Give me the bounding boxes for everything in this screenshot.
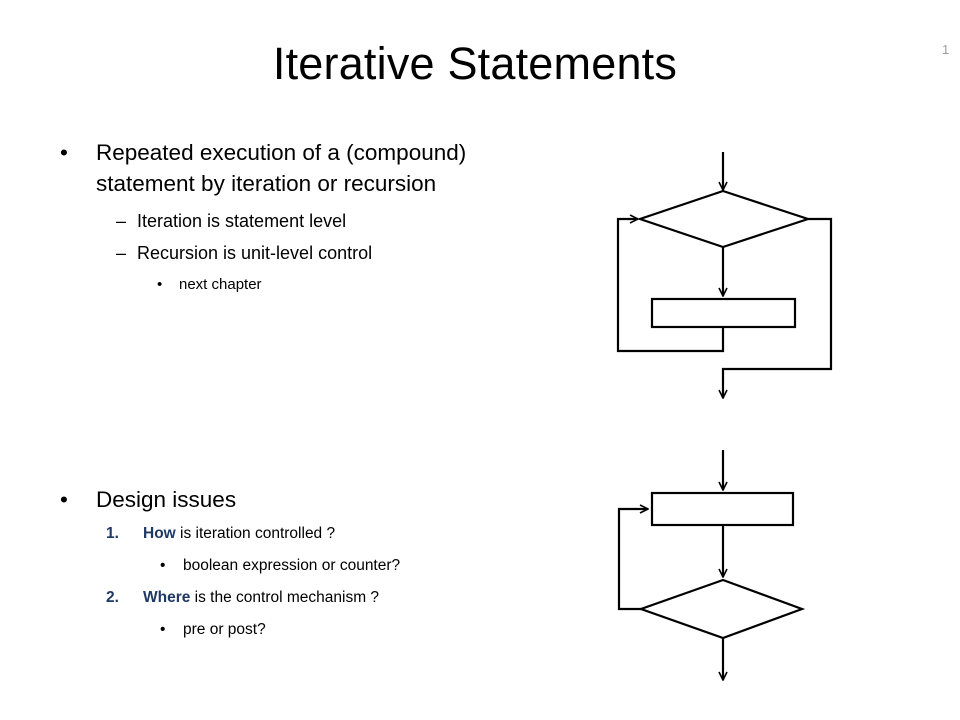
slide-number: 1	[942, 42, 950, 57]
dot-marker: •	[160, 621, 166, 638]
dot-marker: •	[160, 557, 166, 574]
item-text: is the control mechanism ?	[190, 589, 380, 606]
number-marker: 1.	[106, 525, 119, 542]
numbered-item-how: 1. How is iteration controlled ?	[60, 524, 400, 544]
dot-marker: •	[157, 276, 163, 293]
loop-back-arrow	[617, 509, 648, 611]
sub-item-boolean: • boolean expression or counter?	[60, 556, 400, 576]
emphasis-text: How	[143, 525, 176, 542]
condition-diamond	[636, 189, 812, 249]
item-text: is iteration controlled ?	[175, 525, 336, 542]
section-iteration: • Repeated execution of a (compound) sta…	[60, 137, 466, 295]
bullet-marker: •	[60, 140, 68, 165]
loop-body-box	[650, 491, 795, 527]
bullet-text: Design issues	[96, 487, 237, 512]
loop-back-arrow	[616, 219, 725, 353]
numbered-item-where: 2. Where is the control mechanism ?	[60, 588, 400, 608]
bullet-marker: •	[60, 487, 68, 512]
sub-item-pre-post: • pre or post?	[60, 620, 400, 640]
number-marker: 2.	[106, 589, 119, 606]
sub-bullet-text: Iteration is statement level	[137, 211, 347, 231]
pretest-loop-flowchart	[616, 152, 833, 398]
sub-item-text: pre or post?	[183, 621, 266, 638]
sub-item-text: boolean expression or counter?	[183, 557, 401, 574]
condition-diamond	[637, 578, 806, 640]
bullet-line-1: Repeated execution of a (compound)	[96, 140, 467, 165]
slide-title: Iterative Statements	[272, 38, 678, 89]
sub-bullet-recursion: – Recursion is unit-level control	[60, 242, 466, 264]
exit-arrow	[723, 217, 833, 398]
subsub-bullet-text: next chapter	[179, 276, 262, 293]
bullet-repeated-execution: • Repeated execution of a (compound) sta…	[60, 137, 466, 199]
bullet-design-issues: • Design issues	[60, 484, 400, 515]
subsub-bullet-next-chapter: • next chapter	[60, 275, 466, 295]
emphasis-text: Where	[143, 589, 191, 606]
loop-body-box	[650, 297, 797, 329]
sub-bullet-text: Recursion is unit-level control	[137, 243, 373, 263]
posttest-loop-flowchart	[617, 450, 806, 680]
dash-marker: –	[116, 211, 127, 231]
dash-marker: –	[116, 243, 127, 263]
section-design-issues: • Design issues 1. How is iteration cont…	[60, 484, 400, 640]
bullet-line-2: statement by iteration or recursion	[96, 171, 437, 196]
sub-bullet-iteration: – Iteration is statement level	[60, 210, 466, 232]
